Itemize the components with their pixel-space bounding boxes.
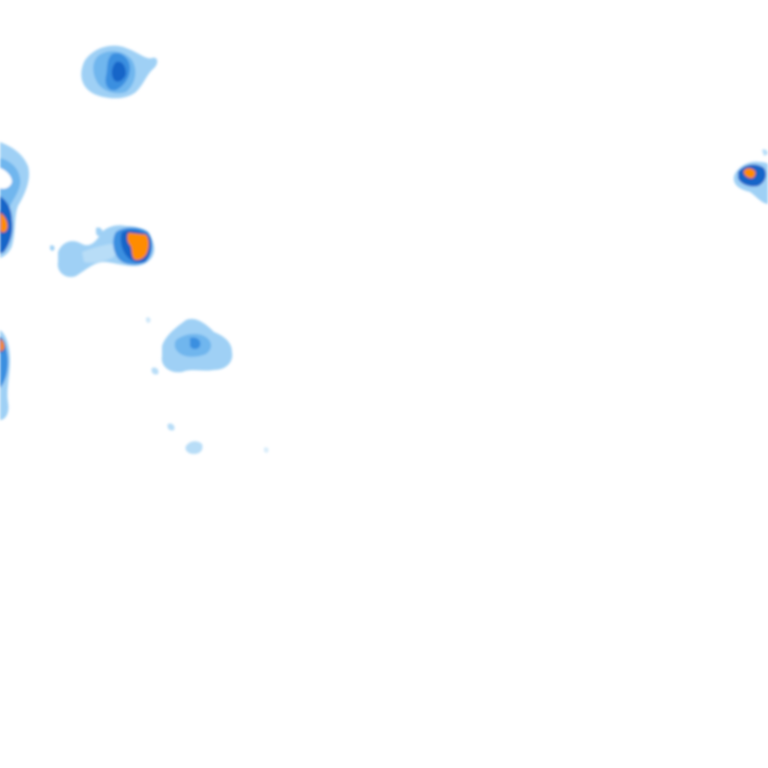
echo-fleck [762,149,768,156]
echo-fleck [50,245,55,251]
echo-very-heavy [0,337,6,353]
echo-cell-west-central [50,225,155,278]
echo-heavy [190,337,201,349]
echo-cell-west-edge-lower [0,330,10,420]
echo-very-heavy [742,167,757,180]
echo-fleck [146,317,151,323]
echo-very-heavy [126,231,150,262]
echo-cell-central-south [146,317,233,375]
echo-light [185,441,203,454]
echo-heavy-core [111,61,126,82]
echo-cell-scattered-south [167,423,269,454]
echo-light [167,423,175,431]
echo-gap [0,168,12,189]
echo-cell-east-edge [733,149,768,204]
echo-light [264,447,269,453]
echo-cell-north-west [81,45,158,99]
echo-fleck [151,367,159,375]
echo-cell-west-edge-upper [0,142,30,258]
echo-very-heavy [0,211,9,234]
echo-fleck [96,227,103,237]
echo-light-mid [82,244,118,263]
